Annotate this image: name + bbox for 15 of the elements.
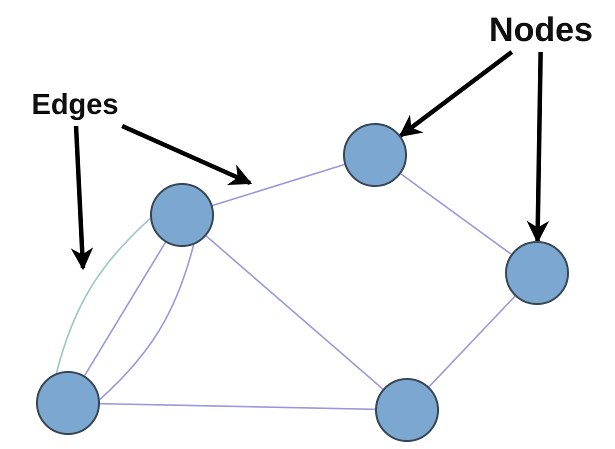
graph-edge	[56, 218, 151, 374]
graph-edge	[84, 242, 166, 376]
graph-edge	[99, 244, 194, 400]
leader-arrow	[398, 50, 514, 138]
graph-edge	[100, 402, 376, 410]
graph-node-circle	[375, 378, 439, 442]
graph-edge	[400, 173, 512, 255]
graph-edge	[428, 296, 516, 388]
leader-arrow	[121, 124, 252, 186]
leader-arrow	[526, 52, 550, 244]
callout-text: Edges	[14, 84, 136, 126]
callout-text: Nodes	[470, 8, 612, 52]
leader-arrow	[70, 126, 94, 270]
graph-edge	[212, 164, 345, 206]
graph-edge	[206, 235, 384, 390]
